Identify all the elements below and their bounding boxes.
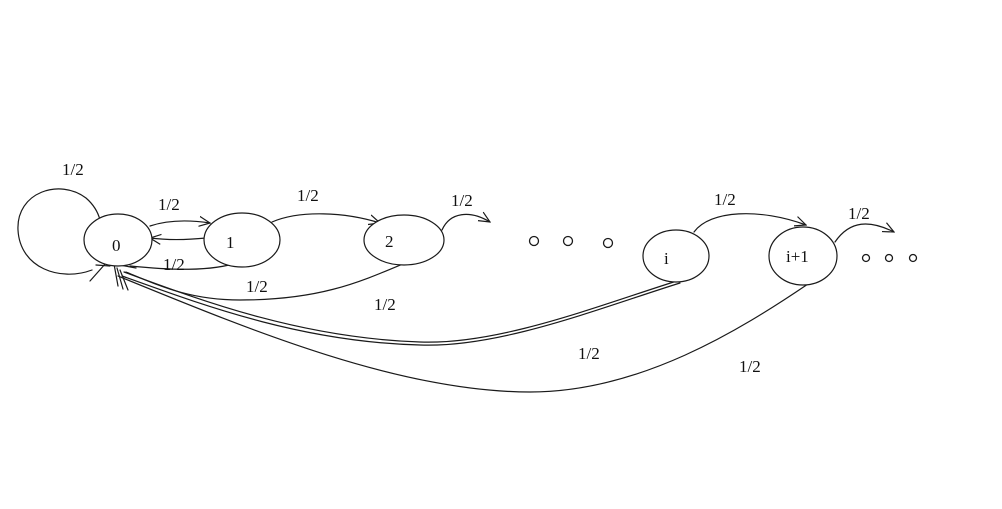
state-1	[203, 212, 281, 268]
label-2-to-0-lower: 1/2	[374, 295, 396, 314]
ellipsis-dot	[884, 253, 894, 263]
state-i	[642, 229, 710, 283]
label-1-to-2: 1/2	[297, 186, 319, 205]
label-2-to-next: 1/2	[451, 191, 473, 210]
label-2-to-0: 1/2	[246, 277, 268, 296]
edge-i-to-i1	[693, 213, 806, 233]
edge-1-to-2	[271, 213, 380, 223]
ellipsis-dot	[861, 253, 871, 263]
ellipsis-dot	[908, 253, 918, 263]
edge-i1-to-0	[117, 275, 809, 393]
ellipsis-dot	[528, 235, 540, 247]
edge-i-to-0-second	[121, 275, 681, 346]
state-i-label: i	[664, 249, 669, 268]
ellipsis-dot	[562, 235, 574, 247]
label-i1-to-next: 1/2	[848, 204, 870, 223]
state-1-label: 1	[226, 233, 235, 252]
state-2-label: 2	[385, 232, 394, 251]
edge-self-loop-0	[17, 188, 101, 275]
state-i1-label: i+1	[786, 247, 809, 266]
edge-1-to-0	[150, 238, 207, 240]
label-0-to-1: 1/2	[158, 195, 180, 214]
label-i-to-0: 1/2	[578, 344, 600, 363]
state-2	[363, 214, 445, 266]
label-i1-to-0: 1/2	[739, 357, 761, 376]
edge-i-to-0	[123, 271, 681, 343]
state-i1	[768, 226, 838, 286]
arrowhead-self-loop-0	[89, 262, 111, 282]
state-0-label: 0	[112, 236, 121, 255]
edge-0-to-1	[149, 221, 210, 226]
ellipsis-dot	[602, 237, 614, 249]
edge-i1-to-next	[834, 224, 894, 243]
label-1-to-0: 1/2	[163, 255, 185, 274]
label-self-loop-0: 1/2	[62, 160, 84, 179]
state-0	[83, 213, 153, 267]
edge-2-to-next	[441, 214, 490, 231]
label-i-to-i1: 1/2	[714, 190, 736, 209]
